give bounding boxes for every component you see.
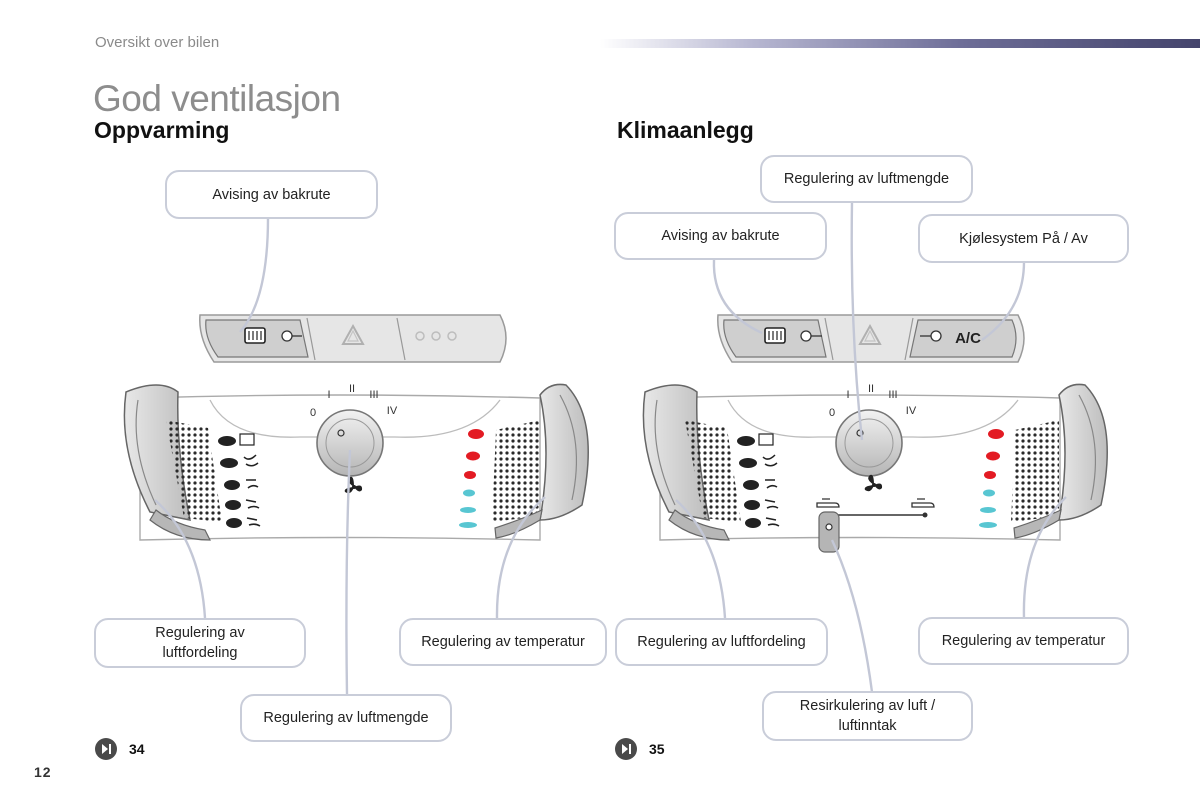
callout-label-line1: Resirkulering av luft / [799,698,936,714]
left-rear-defrost-button[interactable] [244,327,302,344]
fan-speed-4: IV [387,405,398,417]
callout-recirculation-ac: Resirkulering av luft / luftinntak [762,691,973,741]
page-reference-heating[interactable]: 34 [95,738,145,760]
right-air-vent-left [642,384,741,541]
callout-label: Avising av bakrute [661,228,780,244]
fan-speed-3: III [888,389,897,401]
callout-temperature-heating: Regulering av temperatur [399,618,607,666]
page-reference-number: 35 [649,741,665,757]
left-air-vent-left [123,384,222,541]
page-title: God ventilasjon [93,78,341,119]
fan-speed-1: I [846,389,849,401]
right-ac-button[interactable]: A/C [920,330,981,347]
callout-label: Regulering av temperatur [941,633,1106,649]
right-hazard-button[interactable] [858,323,882,345]
page-link-icon [615,738,637,760]
fan-speed-3: III [369,389,378,401]
left-hazard-button[interactable] [341,323,365,345]
right-leader-lines [675,201,1067,693]
callout-air-flow-ac: Regulering av luftmengde [760,155,973,203]
page-link-icon [95,738,117,760]
callout-label-line2: luftinntak [838,718,897,734]
right-air-distribution-icons [737,433,780,528]
callout-label-line1: Regulering av [155,625,245,641]
callout-label: Kjølesystem På / Av [959,230,1088,247]
fan-speed-0: 0 [829,407,835,419]
callout-label: Regulering av luftmengde [783,171,950,187]
callout-air-flow-heating: Regulering av luftmengde [240,694,452,742]
callout-air-distribution-heating: Regulering av luftfordeling [94,618,306,668]
left-fan-speed-knob[interactable]: 0 I II III IV [310,383,398,477]
callout-label: Regulering av temperatur [421,634,585,650]
left-temperature-scale [459,429,484,528]
right-fan-speed-knob[interactable]: 0 I II III IV [829,383,917,477]
heading-heating: Oppvarming [94,117,230,143]
callout-temperature-ac: Regulering av temperatur [918,617,1129,665]
callout-cooling-ac: Kjølesystem På / Av [918,214,1129,263]
right-temperature-scale [979,429,1004,528]
left-leader-lines [154,217,546,696]
fan-speed-4: IV [906,405,917,417]
callout-label: Regulering av luftfordeling [637,634,806,650]
heading-air-conditioning: Klimaanlegg [617,117,754,143]
callout-air-distribution-ac: Regulering av luftfordeling [615,618,828,666]
page-reference-number: 34 [129,741,145,757]
ac-label: A/C [955,330,981,347]
right-rear-defrost-button[interactable] [764,327,822,344]
callout-label: Avising av bakrute [212,186,331,203]
page-reference-ac[interactable]: 35 [615,738,665,760]
callout-rear-defrost-ac: Avising av bakrute [614,212,827,260]
callout-rear-defrost-heating: Avising av bakrute [165,170,378,219]
header-gradient-bar [600,39,1200,48]
right-fan-icon [864,474,883,492]
fan-speed-2: II [868,383,874,395]
callout-label: Regulering av luftmengde [263,710,429,726]
section-label: Oversikt over bilen [95,34,220,51]
left-air-distribution-icons [218,433,261,528]
left-air-vent-right [492,383,589,539]
fan-speed-0: 0 [310,407,316,419]
left-blank-button[interactable] [415,331,457,341]
right-air-vent-right [1011,383,1108,539]
page-number: 12 [34,764,52,780]
fan-speed-1: I [327,389,330,401]
fan-speed-2: II [349,383,355,395]
callout-label-line2: luftfordeling [162,645,238,661]
